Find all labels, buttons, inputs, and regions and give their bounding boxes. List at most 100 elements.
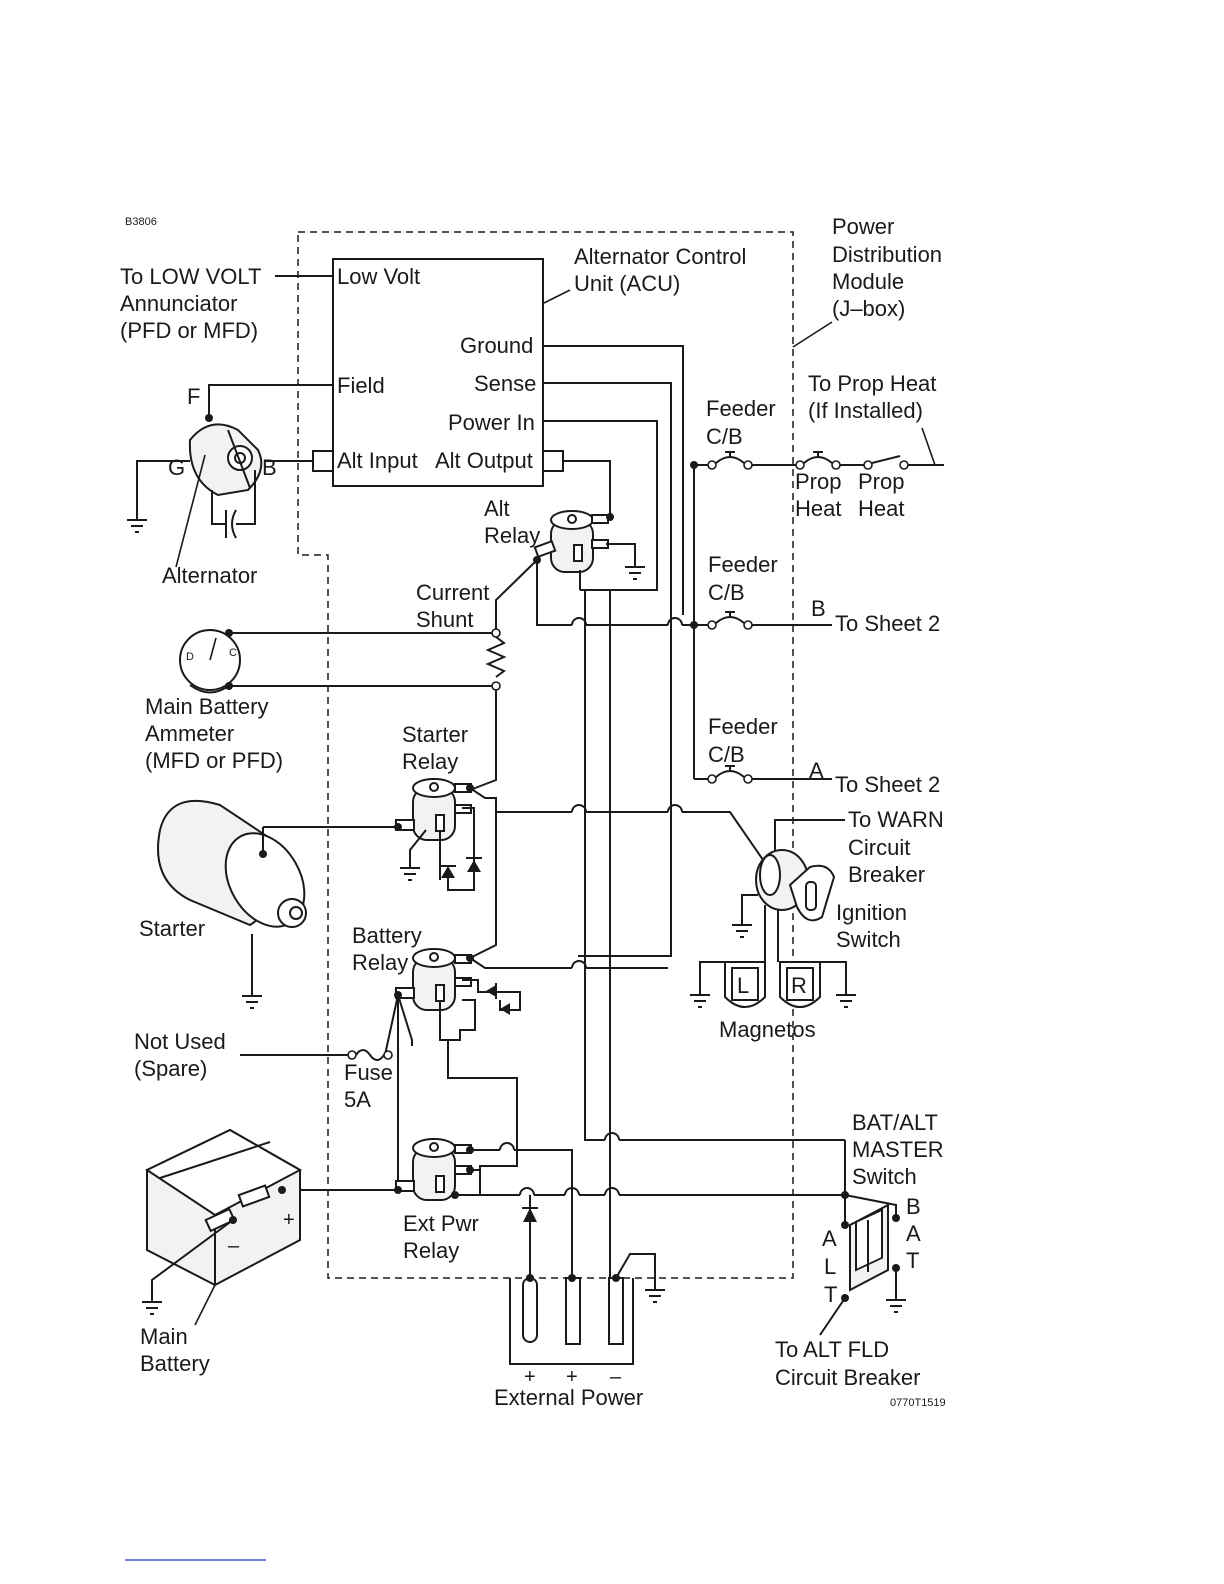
main-battery-label-line2: Battery: [140, 1351, 210, 1376]
ext-pwr-relay-label-line1: Ext Pwr: [403, 1211, 479, 1236]
master-alt-l: L: [824, 1254, 836, 1279]
magneto-r-label: R: [791, 973, 807, 998]
ignition-switch-label-line1: Ignition: [836, 900, 907, 925]
acu-field: Field: [337, 373, 385, 398]
battery-minus: –: [228, 1235, 240, 1257]
battery-plus: +: [283, 1209, 295, 1231]
feeder-cb-2-label-line2: C/B: [708, 580, 745, 605]
prop-heat-to-line1: To Prop Heat: [808, 371, 936, 396]
feeder-cb-2-label-line1: Feeder: [708, 552, 778, 577]
ammeter-label-line2: Ammeter: [145, 721, 234, 746]
master-switch-label-line2: MASTER: [852, 1137, 944, 1162]
magneto-right: [779, 961, 821, 1008]
external-power-label: External Power: [494, 1385, 643, 1410]
not-used-label-line1: Not Used: [134, 1029, 226, 1054]
low-volt-label-line2: Annunciator: [120, 291, 237, 316]
acu-low-volt: Low Volt: [337, 264, 420, 289]
master-bat-b: B: [906, 1194, 921, 1219]
prop-heat-cb-label-line1: Prop: [795, 469, 841, 494]
ammeter-c: C: [229, 647, 237, 659]
low-volt-label-line1: To LOW VOLT: [120, 264, 261, 289]
acu-alt-output: Alt Output: [435, 448, 533, 473]
feeder-cb-1-label-line1: Feeder: [706, 396, 776, 421]
master-alt-t: T: [824, 1282, 837, 1307]
figure-id: B3806: [125, 216, 157, 228]
ammeter-label-line1: Main Battery: [145, 694, 269, 719]
prop-heat-cb: [795, 451, 841, 470]
prop-heat-switch: [863, 455, 909, 470]
battery-relay-label-line2: Relay: [352, 950, 408, 975]
feeder-cb-3-label-line1: Feeder: [708, 714, 778, 739]
alt-relay-label-line2: Relay: [484, 523, 540, 548]
bus-b-label: B: [811, 596, 826, 621]
acu-box: [332, 258, 544, 487]
current-shunt-label-line2: Shunt: [416, 607, 474, 632]
master-bat-t: T: [906, 1248, 919, 1273]
ext-power-plus-1: +: [524, 1366, 536, 1388]
low-volt-label-line3: (PFD or MFD): [120, 318, 258, 343]
warn-cb-label-line1: To WARN: [848, 807, 944, 832]
current-shunt-label-line1: Current: [416, 580, 489, 605]
battery-relay-label-line1: Battery: [352, 923, 422, 948]
pdm-label-line2: Distribution: [832, 242, 942, 267]
starter-motor: [157, 799, 307, 928]
ignition-switch: [755, 849, 836, 922]
warn-cb-label-line2: Circuit: [848, 835, 910, 860]
ext-power-plus-2: +: [566, 1366, 578, 1388]
ext-power-minus: –: [610, 1366, 622, 1388]
starter-relay-label-line2: Relay: [402, 749, 458, 774]
acu-alt-input: Alt Input: [337, 448, 418, 473]
ammeter-d: D: [186, 651, 194, 663]
fuse-label-line2: 5A: [344, 1087, 371, 1112]
acu-ground: Ground: [460, 333, 533, 358]
ammeter: [179, 629, 241, 694]
alternator-terminal-b: B: [262, 455, 277, 480]
main-battery: [144, 1128, 303, 1287]
prop-heat-cb-label-line2: Heat: [795, 496, 841, 521]
feeder-cb-1: [694, 451, 753, 470]
warn-cb-label-line3: Breaker: [848, 862, 925, 887]
prop-heat-switch-label-line2: Heat: [858, 496, 904, 521]
alt-fld-cb-label-line2: Circuit Breaker: [775, 1365, 920, 1390]
not-used-label-line2: (Spare): [134, 1056, 207, 1081]
battery-relay: [394, 948, 474, 1011]
prop-heat-switch-label-line1: Prop: [858, 469, 904, 494]
master-switch: [841, 1203, 900, 1302]
jbox-boundary: [297, 231, 794, 1279]
starter-relay-label-line1: Starter: [402, 722, 468, 747]
feeder-cb-3: [694, 765, 753, 784]
acu-sense: Sense: [474, 371, 536, 396]
ext-pwr-relay: [394, 1138, 474, 1201]
alt-relay: [533, 510, 614, 573]
master-switch-label-line1: BAT/ALT: [852, 1110, 938, 1135]
figure-code: 0770T1519: [890, 1397, 946, 1409]
alt-relay-label-line1: Alt: [484, 496, 510, 521]
main-battery-label-line1: Main: [140, 1324, 188, 1349]
pdm-label-line3: Module: [832, 269, 904, 294]
acu-power-in: Power In: [448, 410, 535, 435]
alternator-label: Alternator: [162, 563, 257, 588]
bus-a-label: A: [809, 758, 824, 783]
to-sheet-2-b: To Sheet 2: [835, 611, 940, 636]
ext-pwr-relay-label-line2: Relay: [403, 1238, 459, 1263]
starter-relay: [394, 778, 474, 841]
alternator-terminal-g: G: [168, 455, 185, 480]
pdm-label-line4: (J–box): [832, 296, 905, 321]
master-switch-label-line3: Switch: [852, 1164, 917, 1189]
to-sheet-2-a: To Sheet 2: [835, 772, 940, 797]
starter-label: Starter: [139, 916, 205, 941]
fuse-5a: [347, 1049, 393, 1061]
alternator-terminal-f: F: [187, 384, 200, 409]
alternator: [188, 414, 263, 497]
feeder-cb-3-label-line2: C/B: [708, 742, 745, 767]
acu-title-line2: Unit (ACU): [574, 271, 680, 296]
magneto-l-label: L: [737, 973, 749, 998]
prop-heat-to-line2: (If Installed): [808, 398, 923, 423]
alt-fld-cb-label-line1: To ALT FLD: [775, 1337, 889, 1362]
pdm-label-line1: Power: [832, 214, 894, 239]
ammeter-label-line3: (MFD or PFD): [145, 748, 283, 773]
acu-title-line1: Alternator Control: [574, 244, 746, 269]
master-bat-a: A: [906, 1221, 921, 1246]
fuse-label-line1: Fuse: [344, 1060, 393, 1085]
